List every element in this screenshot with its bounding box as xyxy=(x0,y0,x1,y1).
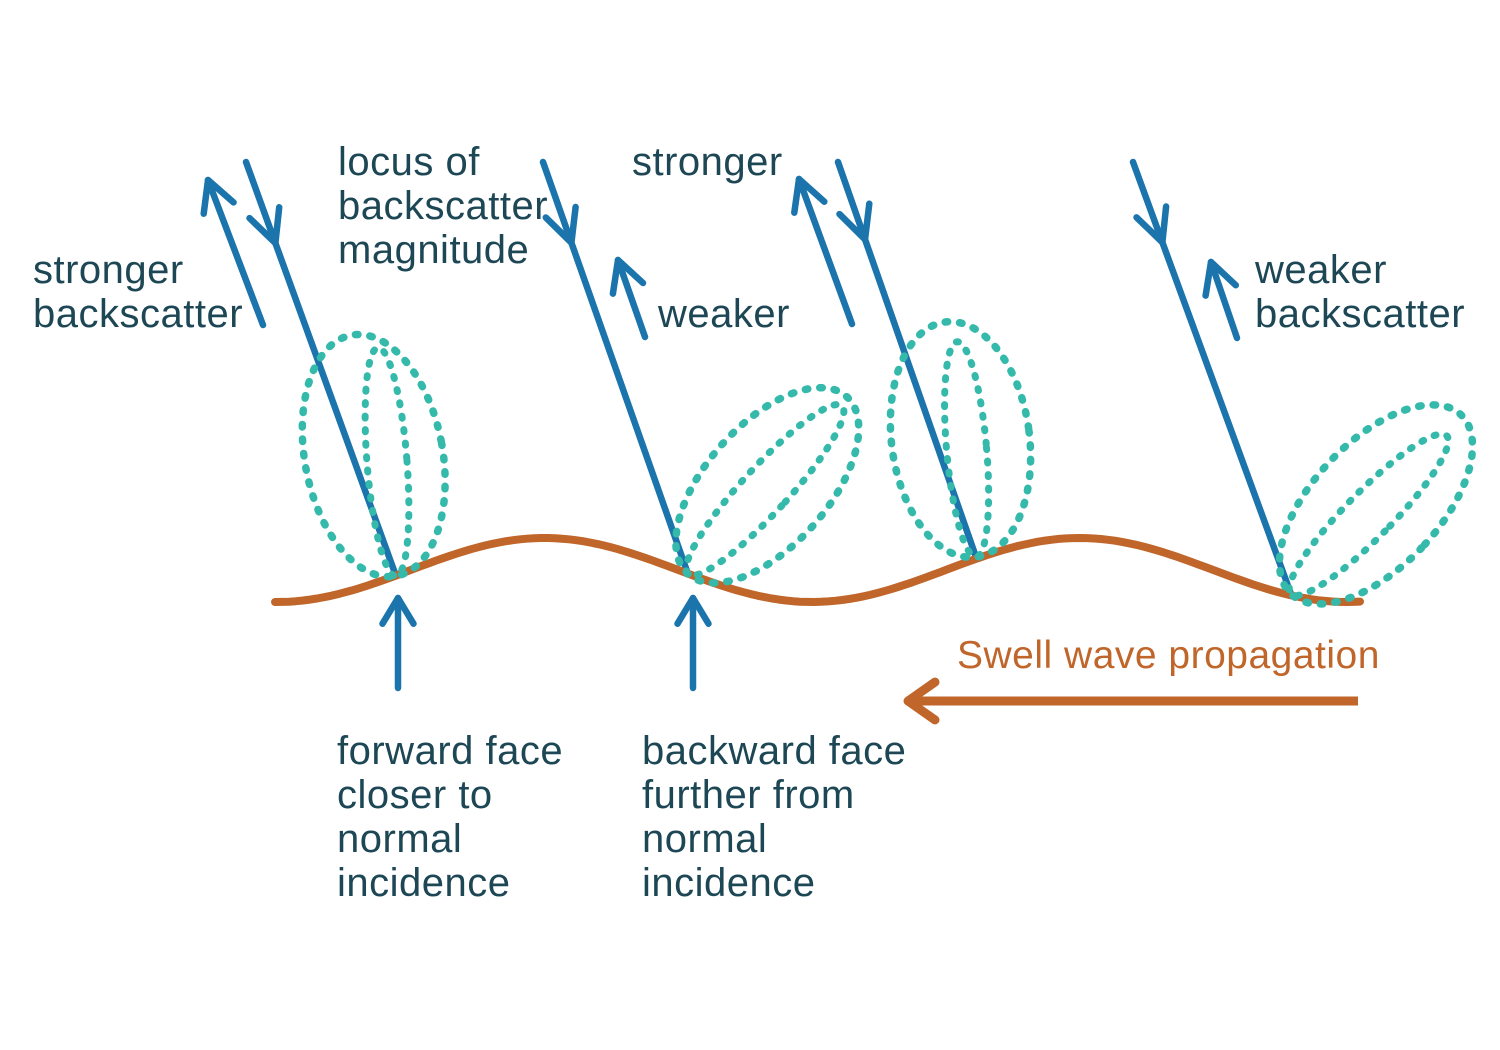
propagation-arrow-layer xyxy=(903,677,1358,725)
stronger-label: stronger xyxy=(632,140,783,184)
backscatter-return-arrowhead xyxy=(200,176,237,217)
backward-face-label: backward face further from normal incide… xyxy=(642,729,907,905)
locus-inner-lobe-ellipse xyxy=(682,401,848,579)
locus-of-backscatter-magnitude-label: locus of backscatter magnitude xyxy=(338,140,549,272)
radar-beams-layer xyxy=(200,158,1295,598)
swell-wave-propagation-label: Swell wave propagation xyxy=(957,634,1380,677)
incident-beam-arrowhead xyxy=(542,203,579,247)
locus-outer-ellipse xyxy=(298,330,449,581)
locus-inner-lobe-ellipse xyxy=(941,338,993,561)
surface-normal-arrowhead xyxy=(674,594,712,627)
backscatter-return-arrowhead xyxy=(791,175,828,216)
backscatter-return-arrowhead xyxy=(609,256,647,297)
backscatter-return-arrow-weaker xyxy=(1207,258,1241,342)
surface-normal-arrowhead xyxy=(379,594,417,627)
backscatter-return-arrowhead xyxy=(1202,258,1240,299)
incident-beam-line xyxy=(539,158,692,578)
incident-beam-line xyxy=(1129,158,1295,598)
incident-beam-line xyxy=(242,158,400,580)
locus-outer-ellipse xyxy=(1275,401,1477,608)
surface-normal-arrows-layer xyxy=(379,594,712,692)
forward-face-label: forward face closer to normal incidence xyxy=(337,729,564,905)
swell-wave-surface-line xyxy=(271,534,1364,606)
locus-inner-lobe-ellipse xyxy=(361,344,413,580)
incident-beam-arrowhead xyxy=(836,200,873,243)
backscatter-loci-layer xyxy=(298,317,1477,608)
swell-wave-layer xyxy=(271,534,1364,606)
stronger-backscatter-left-label: stronger backscatter xyxy=(33,248,244,336)
swell-propagation-arrowhead xyxy=(903,677,940,725)
backscatter-return-arrow-weaker xyxy=(614,256,649,341)
incident-beam-arrowhead xyxy=(1133,203,1170,246)
locus-outer-ellipse xyxy=(672,383,863,587)
incident-beam-arrowhead xyxy=(246,204,283,247)
weaker-label: weaker xyxy=(658,292,790,336)
backscatter-return-arrow-stronger xyxy=(795,175,856,328)
incident-beam-line xyxy=(834,158,980,561)
locus-inner-lobe-ellipse xyxy=(1285,430,1452,600)
weaker-backscatter-right-label: weaker backscatter xyxy=(1255,248,1466,336)
backscatter-return-arrow-stronger xyxy=(204,176,267,329)
